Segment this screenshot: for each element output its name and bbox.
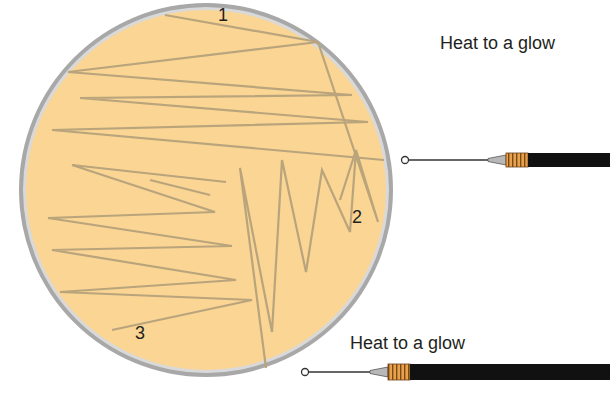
inoculating-loop-lower (302, 364, 610, 380)
streak-lines (48, 15, 384, 368)
streak-zone-3 (48, 165, 252, 330)
instruction-label: Heat to a glow (350, 334, 465, 352)
agar (26, 10, 386, 370)
zone-number: 1 (218, 6, 228, 24)
streak-zone-2b (340, 150, 356, 200)
streak-zone-2 (240, 42, 378, 368)
dish-rim (19, 3, 393, 377)
streak-zone-3b (150, 180, 210, 195)
zone-number: 2 (352, 208, 362, 226)
dish-rim-inner (23, 7, 389, 373)
instruction-label: Heat to a glow (440, 34, 555, 52)
zone-number: 3 (135, 324, 145, 342)
inoculating-loop-upper (402, 153, 610, 167)
